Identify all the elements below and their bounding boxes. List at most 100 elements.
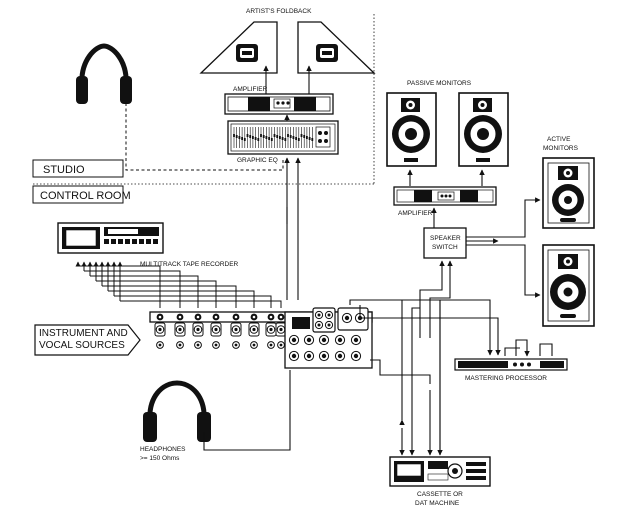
mix-to-mastering-2 bbox=[359, 305, 501, 356]
mix-to-cassette-left bbox=[399, 299, 410, 425]
eq-slider-knob bbox=[260, 134, 262, 137]
active-monitor-bottom-icon bbox=[542, 244, 595, 327]
eq-slider-knob bbox=[300, 134, 303, 137]
channel-xlr-pin bbox=[214, 315, 218, 319]
channel-line-pin bbox=[252, 327, 256, 332]
mastering-processor bbox=[454, 358, 568, 371]
eq-slider-knob bbox=[273, 134, 276, 137]
channel-direct-pin bbox=[269, 343, 273, 347]
headphones-cable bbox=[203, 370, 291, 451]
channel-line-pin bbox=[214, 327, 218, 332]
foldback-amplifier bbox=[224, 93, 334, 115]
studio-label: STUDIO bbox=[43, 164, 85, 176]
channel-xlr-pin bbox=[252, 315, 256, 319]
instrument-sources-label-2: VOCAL SOURCES bbox=[39, 340, 125, 351]
eq-slider-knob bbox=[276, 135, 279, 138]
tape-button bbox=[118, 239, 123, 244]
multitrack-label: MULTITRACK TAPE RECORDER bbox=[140, 261, 239, 268]
tape-button bbox=[146, 239, 151, 244]
instrument-sources-arrow-icon bbox=[34, 324, 141, 356]
monitor-amplifier-label: AMPLIFIER bbox=[398, 210, 433, 217]
eq-slider-knob bbox=[303, 135, 306, 138]
channel-direct-pin bbox=[279, 343, 283, 347]
tape-send-cable bbox=[108, 290, 255, 308]
eq-slider-knob bbox=[243, 138, 246, 141]
eq-slider-knob bbox=[233, 134, 235, 137]
channel-direct-pin bbox=[158, 343, 162, 347]
eq-slider-knob bbox=[252, 136, 254, 139]
cassette-label-2: DAT MACHINE bbox=[415, 500, 460, 507]
eq-slider-knob bbox=[235, 135, 238, 138]
tape-send-cable bbox=[114, 295, 272, 308]
channel-line-pin bbox=[178, 327, 182, 332]
eq-slider-knob bbox=[292, 136, 295, 139]
foldback-amplifier-label: AMPLIFIER bbox=[233, 86, 268, 93]
channel-line-pin bbox=[234, 327, 238, 332]
tape-button bbox=[111, 239, 116, 244]
channel-line-pin bbox=[279, 327, 283, 332]
cassette-dat-machine bbox=[389, 456, 491, 487]
right-wedge-speaker-icon bbox=[297, 21, 376, 74]
eq-slider-knob bbox=[270, 138, 273, 141]
eq-slider-knob bbox=[295, 137, 297, 140]
control-room-label: CONTROL ROOM bbox=[40, 190, 131, 202]
channel-xlr-pin bbox=[158, 315, 162, 319]
cassette-label-1: CASSETTE OR bbox=[417, 491, 463, 498]
channel-direct-pin bbox=[196, 343, 200, 347]
channel-xlr-pin bbox=[234, 315, 238, 319]
headphones-icon bbox=[143, 380, 211, 442]
eq-slider-knob bbox=[311, 138, 314, 141]
tape-button bbox=[153, 239, 158, 244]
mix-to-mastering-1 bbox=[349, 299, 493, 356]
eq-slider-knob bbox=[257, 138, 260, 141]
channel-xlr-pin bbox=[196, 315, 200, 319]
instrument-sources-label-1: INSTRUMENT AND bbox=[39, 328, 128, 339]
tape-button bbox=[132, 239, 137, 244]
mix-to-switch-left bbox=[419, 260, 445, 338]
tape-recorder-cables bbox=[75, 261, 282, 308]
studio-headphones-icon bbox=[76, 43, 132, 104]
mixing-console bbox=[149, 307, 373, 369]
tape-send-cable bbox=[78, 265, 161, 308]
eq-slider-knob bbox=[279, 136, 281, 139]
channel-direct-pin bbox=[252, 343, 256, 347]
speaker-switch bbox=[423, 227, 467, 259]
eq-sliders bbox=[233, 127, 314, 148]
eq-slider-knob bbox=[287, 134, 289, 137]
graphic-eq-label: GRAPHIC EQ bbox=[237, 157, 278, 164]
eq-slider-knob bbox=[308, 137, 311, 140]
mix-return-line bbox=[370, 359, 431, 384]
channel-line-pin bbox=[196, 327, 200, 332]
switch-to-active-bottom bbox=[466, 244, 541, 298]
channel-line-pin bbox=[158, 327, 162, 332]
active-monitors-label-2: MONITORS bbox=[543, 145, 579, 152]
eq-slider-knob bbox=[268, 137, 270, 140]
mixer-channel-strip bbox=[154, 313, 287, 349]
eq-slider-knob bbox=[262, 135, 265, 138]
active-monitors-label-1: ACTIVE bbox=[547, 136, 571, 143]
tape-send-cable bbox=[90, 275, 199, 308]
eq-slider-knob bbox=[297, 138, 300, 141]
channel-xlr-pin bbox=[178, 315, 182, 319]
eq-slider-knob bbox=[265, 136, 268, 139]
speaker-switch-label-2: SWITCH bbox=[432, 244, 458, 251]
headphones-label-2: >= 150 Ohms bbox=[140, 455, 180, 462]
mastering-loop-2 bbox=[504, 347, 520, 356]
multitrack-tape-recorder bbox=[57, 222, 164, 254]
tape-button bbox=[139, 239, 144, 244]
channel-direct-pin bbox=[234, 343, 238, 347]
passive-monitor-right-icon bbox=[458, 92, 509, 167]
eq-slider-knob bbox=[241, 137, 243, 140]
studio-headphones-cable bbox=[123, 98, 284, 171]
tape-transport-buttons bbox=[104, 239, 158, 244]
eq-slider-knob bbox=[238, 136, 241, 139]
mix-to-cassette-right bbox=[411, 307, 420, 384]
eq-slider-knob bbox=[249, 135, 252, 138]
passive-monitor-left-icon bbox=[386, 92, 437, 167]
eq-slider-knob bbox=[289, 135, 292, 138]
tape-send-cable bbox=[84, 270, 181, 308]
active-monitor-top-icon bbox=[542, 157, 595, 229]
monitor-amplifier bbox=[393, 186, 497, 206]
eq-slider-knob bbox=[246, 134, 249, 137]
